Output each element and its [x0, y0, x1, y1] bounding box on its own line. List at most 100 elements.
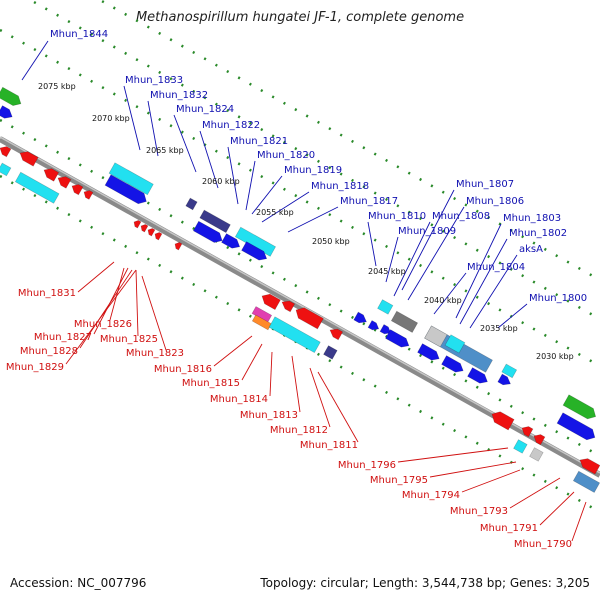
reverse-gene-label: Mhun_1795 [370, 475, 428, 486]
gene-feature-38 [424, 325, 448, 348]
scale-label: 2070 kbp [92, 114, 130, 123]
reverse-gene-leader [509, 477, 561, 509]
forward-gene-label: Mhun_1820 [257, 150, 315, 161]
reverse-gene-leader [141, 275, 167, 351]
forward-gene-label: Mhun_1803 [503, 213, 561, 224]
reverse-gene-leader [397, 447, 509, 463]
gene-feature-53 [572, 470, 600, 493]
gene-feature-11 [104, 174, 147, 205]
gene-feature-33 [379, 324, 392, 335]
gene-feature-29 [329, 328, 344, 341]
forward-gene-leader [251, 175, 283, 215]
gene-feature-41 [441, 355, 464, 373]
gene-feature-52 [579, 458, 600, 475]
reverse-gene-label: Mhun_1794 [402, 490, 460, 501]
forward-gene-leader [455, 223, 502, 319]
gene-feature-43 [501, 363, 518, 379]
reverse-gene-label: Mhun_1827 [34, 332, 92, 343]
reverse-gene-leader [429, 461, 517, 478]
forward-gene-label: Mhun_1804 [467, 262, 525, 273]
forward-gene-label: aksA [519, 244, 543, 255]
forward-gene-leader [147, 100, 159, 157]
forward-gene-leader [245, 160, 256, 211]
reverse-gene-label: Mhun_1811 [300, 440, 358, 451]
reverse-gene-leader [309, 367, 331, 428]
forward-gene-label: Mhun_1833 [125, 75, 183, 86]
forward-gene-label: Mhun_1810 [368, 211, 426, 222]
gene-feature-39 [444, 334, 466, 354]
forward-gene-label: Mhun_1822 [202, 120, 260, 131]
forward-gene-label: Mhun_1844 [50, 29, 108, 40]
forward-gene-label: Mhun_1821 [230, 136, 288, 147]
gene-feature-6 [43, 168, 60, 182]
scale-label: 2035 kbp [480, 324, 518, 333]
reverse-gene-leader [291, 355, 301, 413]
forward-gene-leader [393, 221, 431, 297]
forward-gene-leader [21, 40, 49, 81]
scale-label: 2040 kbp [424, 296, 462, 305]
reverse-gene-leader [539, 491, 575, 526]
reverse-gene-label: Mhun_1793 [450, 506, 508, 517]
forward-gene-leader [401, 189, 455, 291]
reverse-gene-label: Mhun_1831 [18, 288, 76, 299]
gene-feature-35 [390, 310, 419, 333]
gene-feature-12 [133, 220, 142, 229]
reverse-gene-label: Mhun_1790 [514, 539, 572, 550]
gene-feature-20 [221, 233, 241, 249]
forward-gene-leader [459, 238, 508, 325]
forward-gene-label: Mhun_1807 [456, 179, 514, 190]
reverse-gene-leader [461, 469, 521, 493]
reverse-gene-leader [269, 351, 273, 397]
gene-feature-1 [0, 105, 13, 119]
reverse-gene-leader [79, 269, 133, 349]
gene-feature-13 [140, 224, 149, 233]
gene-feature-40 [417, 343, 440, 361]
tick-line-4 [0, 174, 600, 514]
gene-feature-42 [467, 367, 488, 384]
forward-gene-label: Mhun_1802 [509, 228, 567, 239]
label-leaders [21, 40, 587, 542]
gene-feature-9 [83, 190, 94, 200]
reverse-gene-label: Mhun_1829 [6, 362, 64, 373]
gene-feature-18 [199, 209, 231, 233]
reverse-gene-label: Mhun_1812 [270, 425, 328, 436]
gene-feature-4 [19, 151, 39, 167]
gene-feature-30 [323, 345, 338, 360]
forward-gene-leader [287, 206, 339, 233]
gene-feature-10 [108, 162, 154, 196]
gene-feature-14 [147, 228, 156, 237]
scale-ticks [0, 0, 600, 514]
gene-feature-26 [251, 306, 273, 323]
forward-gene-label: Mhun_1809 [398, 226, 456, 237]
gene-feature-15 [154, 232, 163, 241]
gene-feature-23 [261, 293, 281, 311]
scale-label: 2065 kbp [146, 146, 184, 155]
gene-feature-28 [268, 316, 321, 354]
forward-gene-label: Mhun_1819 [284, 165, 342, 176]
gene-feature-5 [14, 171, 60, 204]
gene-feature-2 [0, 146, 12, 158]
gene-feature-31 [353, 311, 367, 324]
gene-feature-51 [556, 412, 596, 441]
map-title: Methanospirillum hungatei JF-1, complete… [135, 10, 465, 25]
gene-feature-34 [377, 299, 394, 315]
forward-gene-label: Mhun_1806 [466, 196, 524, 207]
gene-feature-8 [71, 184, 84, 196]
tick-line-2 [97, 0, 600, 282]
scale-label: 2060 kbp [202, 177, 240, 186]
forward-gene-leader [367, 221, 377, 267]
reverse-gene-leader [109, 267, 125, 321]
gene-feature-48 [513, 439, 528, 454]
gene-feature-47 [533, 434, 546, 446]
reverse-gene-label: Mhun_1828 [20, 346, 78, 357]
reverse-gene-label: Mhun_1796 [338, 460, 396, 471]
scale-label: 2050 kbp [312, 237, 350, 246]
gene-feature-22 [241, 241, 268, 261]
forward-gene-label: Mhun_1800 [529, 293, 587, 304]
gene-labels: Mhun_1844Mhun_1833Mhun_1832Mhun_1824Mhun… [6, 29, 587, 550]
gene-feature-16 [174, 242, 183, 251]
reverse-gene-leader [65, 269, 137, 365]
forward-gene-label: Mhun_1817 [340, 196, 398, 207]
gene-feature-50 [562, 394, 597, 420]
